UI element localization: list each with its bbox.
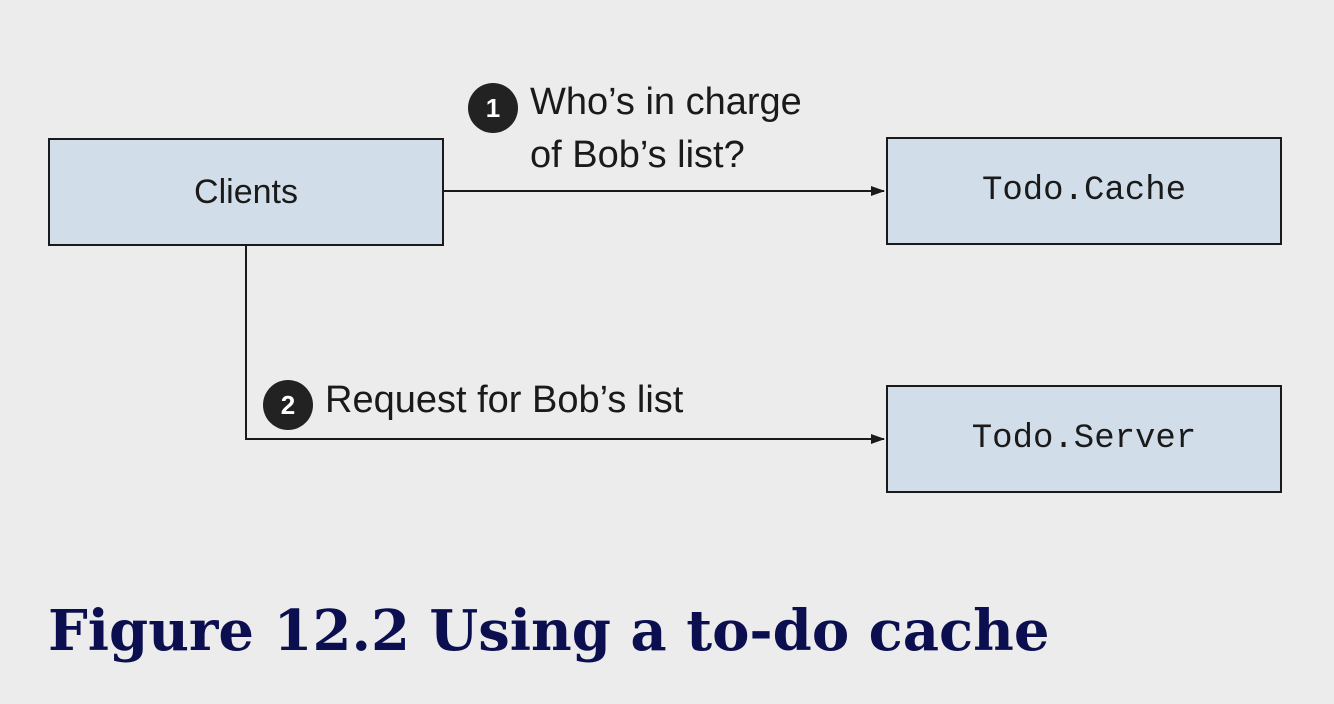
clients-node-label: Clients bbox=[194, 172, 298, 211]
step-1-label-line1: Who’s in charge bbox=[530, 81, 802, 123]
step-2-label: Request for Bob’s list bbox=[325, 379, 684, 421]
diagram: Clients Todo.Cache Todo.Server 1 Who’s i… bbox=[48, 81, 1282, 493]
step-1-label-line2: of Bob’s list? bbox=[530, 134, 745, 176]
step-1-badge: 1 bbox=[468, 83, 518, 133]
todo-server-node: Todo.Server bbox=[886, 385, 1282, 493]
arrow-clients-to-server bbox=[245, 246, 885, 444]
step-2-badge: 2 bbox=[263, 380, 313, 430]
clients-node: Clients bbox=[48, 138, 444, 246]
figure-caption: Figure 12.2 Using a to-do cache bbox=[48, 598, 1050, 664]
todo-cache-node-label: Todo.Cache bbox=[981, 172, 1187, 210]
step-1-number: 1 bbox=[485, 92, 501, 123]
todo-server-node-label: Todo.Server bbox=[971, 420, 1197, 458]
step-2-number: 2 bbox=[280, 389, 296, 420]
todo-cache-node: Todo.Cache bbox=[886, 137, 1282, 245]
connectors bbox=[245, 186, 885, 444]
